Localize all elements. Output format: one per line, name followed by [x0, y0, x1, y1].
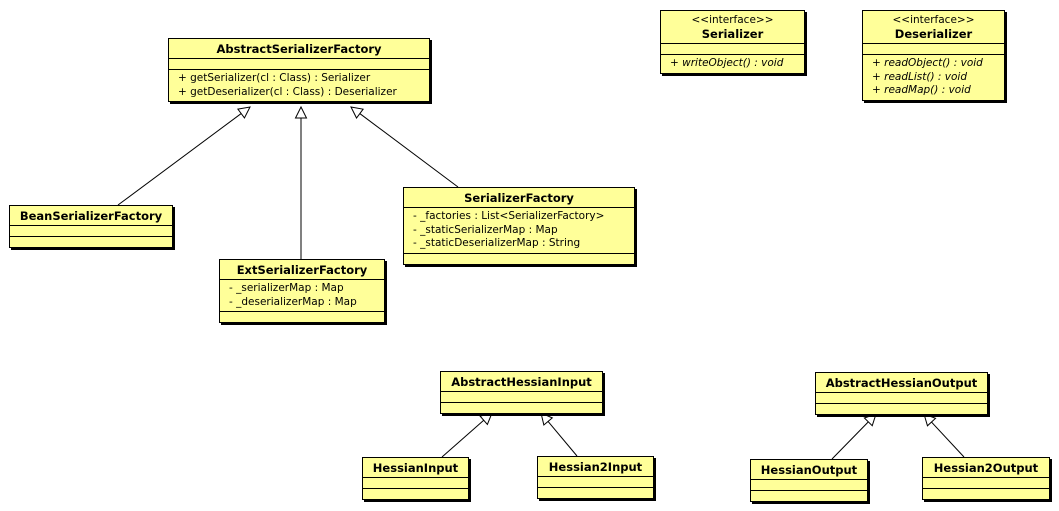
class-operations: + getSerializer(cl : Class) : Serializer…	[169, 70, 429, 101]
attribute-row: - _factories : List<SerializerFactory>	[413, 210, 605, 222]
generalization-arrowhead-hessian2-input	[540, 412, 554, 426]
class-name: Deserializer	[894, 27, 973, 41]
class-box-abstract-hessian-output[interactable]: AbstractHessianOutput	[815, 372, 988, 415]
class-attributes: - _serializerMap : Map- _deserializerMap…	[220, 280, 384, 312]
operation-row: + readObject() : void	[872, 57, 983, 69]
operation-row: + getSerializer(cl : Class) : Serializer	[178, 72, 371, 84]
class-attributes	[863, 44, 1004, 55]
class-box-hessian2-output[interactable]: Hessian2Output	[922, 457, 1050, 500]
generalization-line-hessian-input	[441, 419, 485, 458]
class-name: HessianOutput	[760, 463, 858, 477]
generalization-line-hessian2-output	[931, 421, 965, 458]
generalization-arrowhead-hessian-output	[863, 413, 877, 427]
class-operations: + writeObject() : void	[661, 55, 804, 73]
class-box-deserializer[interactable]: <<interface>>Deserializer + readObject() …	[862, 10, 1005, 101]
operation-row: + writeObject() : void	[670, 57, 784, 69]
class-box-serializer[interactable]: <<interface>>Serializer + writeObject() :…	[660, 10, 805, 74]
class-box-hessian2-input[interactable]: Hessian2Input	[537, 456, 654, 499]
class-attributes	[10, 226, 172, 237]
class-name: BeanSerializerFactory	[19, 209, 163, 223]
attribute-row: - _staticDeserializerMap : String	[413, 237, 581, 249]
class-header: AbstractHessianOutput	[816, 373, 987, 393]
attribute-row: - _serializerMap : Map	[229, 282, 344, 294]
class-box-serializer-factory[interactable]: SerializerFactory - _factories : List<Ser…	[403, 187, 635, 265]
class-attributes	[661, 44, 804, 55]
class-header: HessianOutput	[751, 460, 867, 480]
class-attributes	[538, 477, 653, 488]
class-attributes	[363, 478, 468, 489]
class-box-bean-serializer-factory[interactable]: BeanSerializerFactory	[9, 205, 173, 248]
class-box-hessian-input[interactable]: HessianInput	[362, 457, 469, 500]
class-name: Serializer	[701, 27, 764, 41]
generalization-line-bean-serializer-factory	[117, 113, 242, 206]
class-box-hessian-output[interactable]: HessianOutput	[750, 459, 868, 502]
class-name: Hessian2Input	[548, 460, 643, 474]
class-operations	[751, 491, 867, 501]
generalization-line-hessian2-input	[547, 421, 578, 457]
class-operations	[441, 403, 602, 413]
class-header: BeanSerializerFactory	[10, 206, 172, 226]
class-operations	[923, 489, 1049, 499]
class-name: AbstractSerializerFactory	[216, 42, 382, 56]
generalization-arrowhead-serializer-factory	[350, 106, 364, 119]
class-header: <<interface>>Deserializer	[863, 11, 1004, 44]
generalization-line-serializer-factory	[359, 113, 459, 188]
class-name: Hessian2Output	[933, 461, 1039, 475]
generalization-arrowhead-hessian-input	[479, 412, 493, 426]
class-header: ExtSerializerFactory	[220, 260, 384, 280]
class-attributes	[441, 392, 602, 403]
attribute-row: - _staticSerializerMap : Map	[413, 223, 558, 236]
class-box-ext-serializer-factory[interactable]: ExtSerializerFactory - _serializerMap : M…	[219, 259, 385, 323]
operation-row: + readMap() : void	[872, 84, 971, 96]
generalization-line-hessian-output	[831, 421, 869, 460]
class-header: <<interface>>Serializer	[661, 11, 804, 44]
generalization-arrowhead-hessian2-output	[923, 413, 937, 427]
class-operations	[404, 254, 634, 264]
class-operations: + readObject() : void+ readList() : void…	[863, 55, 1004, 100]
class-attributes	[816, 393, 987, 404]
class-operations	[363, 489, 468, 499]
class-operations	[220, 312, 384, 322]
generalization-arrowhead-ext-serializer-factory	[294, 105, 308, 119]
class-attributes	[751, 480, 867, 491]
class-header: Hessian2Output	[923, 458, 1049, 478]
class-attributes	[923, 478, 1049, 489]
operation-row: + readList() : void	[872, 70, 967, 83]
class-name: AbstractHessianOutput	[825, 376, 978, 390]
class-attributes	[169, 59, 429, 70]
class-box-abstract-hessian-input[interactable]: AbstractHessianInput	[440, 371, 603, 414]
operation-row: + getDeserializer(cl : Class) : Deserial…	[178, 85, 397, 98]
class-stereotype: <<interface>>	[691, 14, 774, 26]
class-name: HessianInput	[372, 461, 459, 475]
class-header: SerializerFactory	[404, 188, 634, 208]
class-operations	[538, 488, 653, 498]
class-name: AbstractHessianInput	[451, 375, 592, 389]
class-stereotype: <<interface>>	[892, 14, 975, 26]
class-header: AbstractSerializerFactory	[169, 39, 429, 59]
attribute-row: - _deserializerMap : Map	[229, 295, 357, 308]
class-operations	[816, 404, 987, 414]
class-name: ExtSerializerFactory	[236, 263, 368, 277]
class-header: HessianInput	[363, 458, 468, 478]
class-box-abstract-serializer-factory[interactable]: AbstractSerializerFactory + getSerializer…	[168, 38, 430, 102]
class-operations	[10, 237, 172, 247]
class-attributes: - _factories : List<SerializerFactory>- …	[404, 208, 634, 254]
class-name: SerializerFactory	[464, 191, 574, 205]
generalization-arrowhead-bean-serializer-factory	[237, 106, 251, 119]
class-header: AbstractHessianInput	[441, 372, 602, 392]
class-header: Hessian2Input	[538, 457, 653, 477]
